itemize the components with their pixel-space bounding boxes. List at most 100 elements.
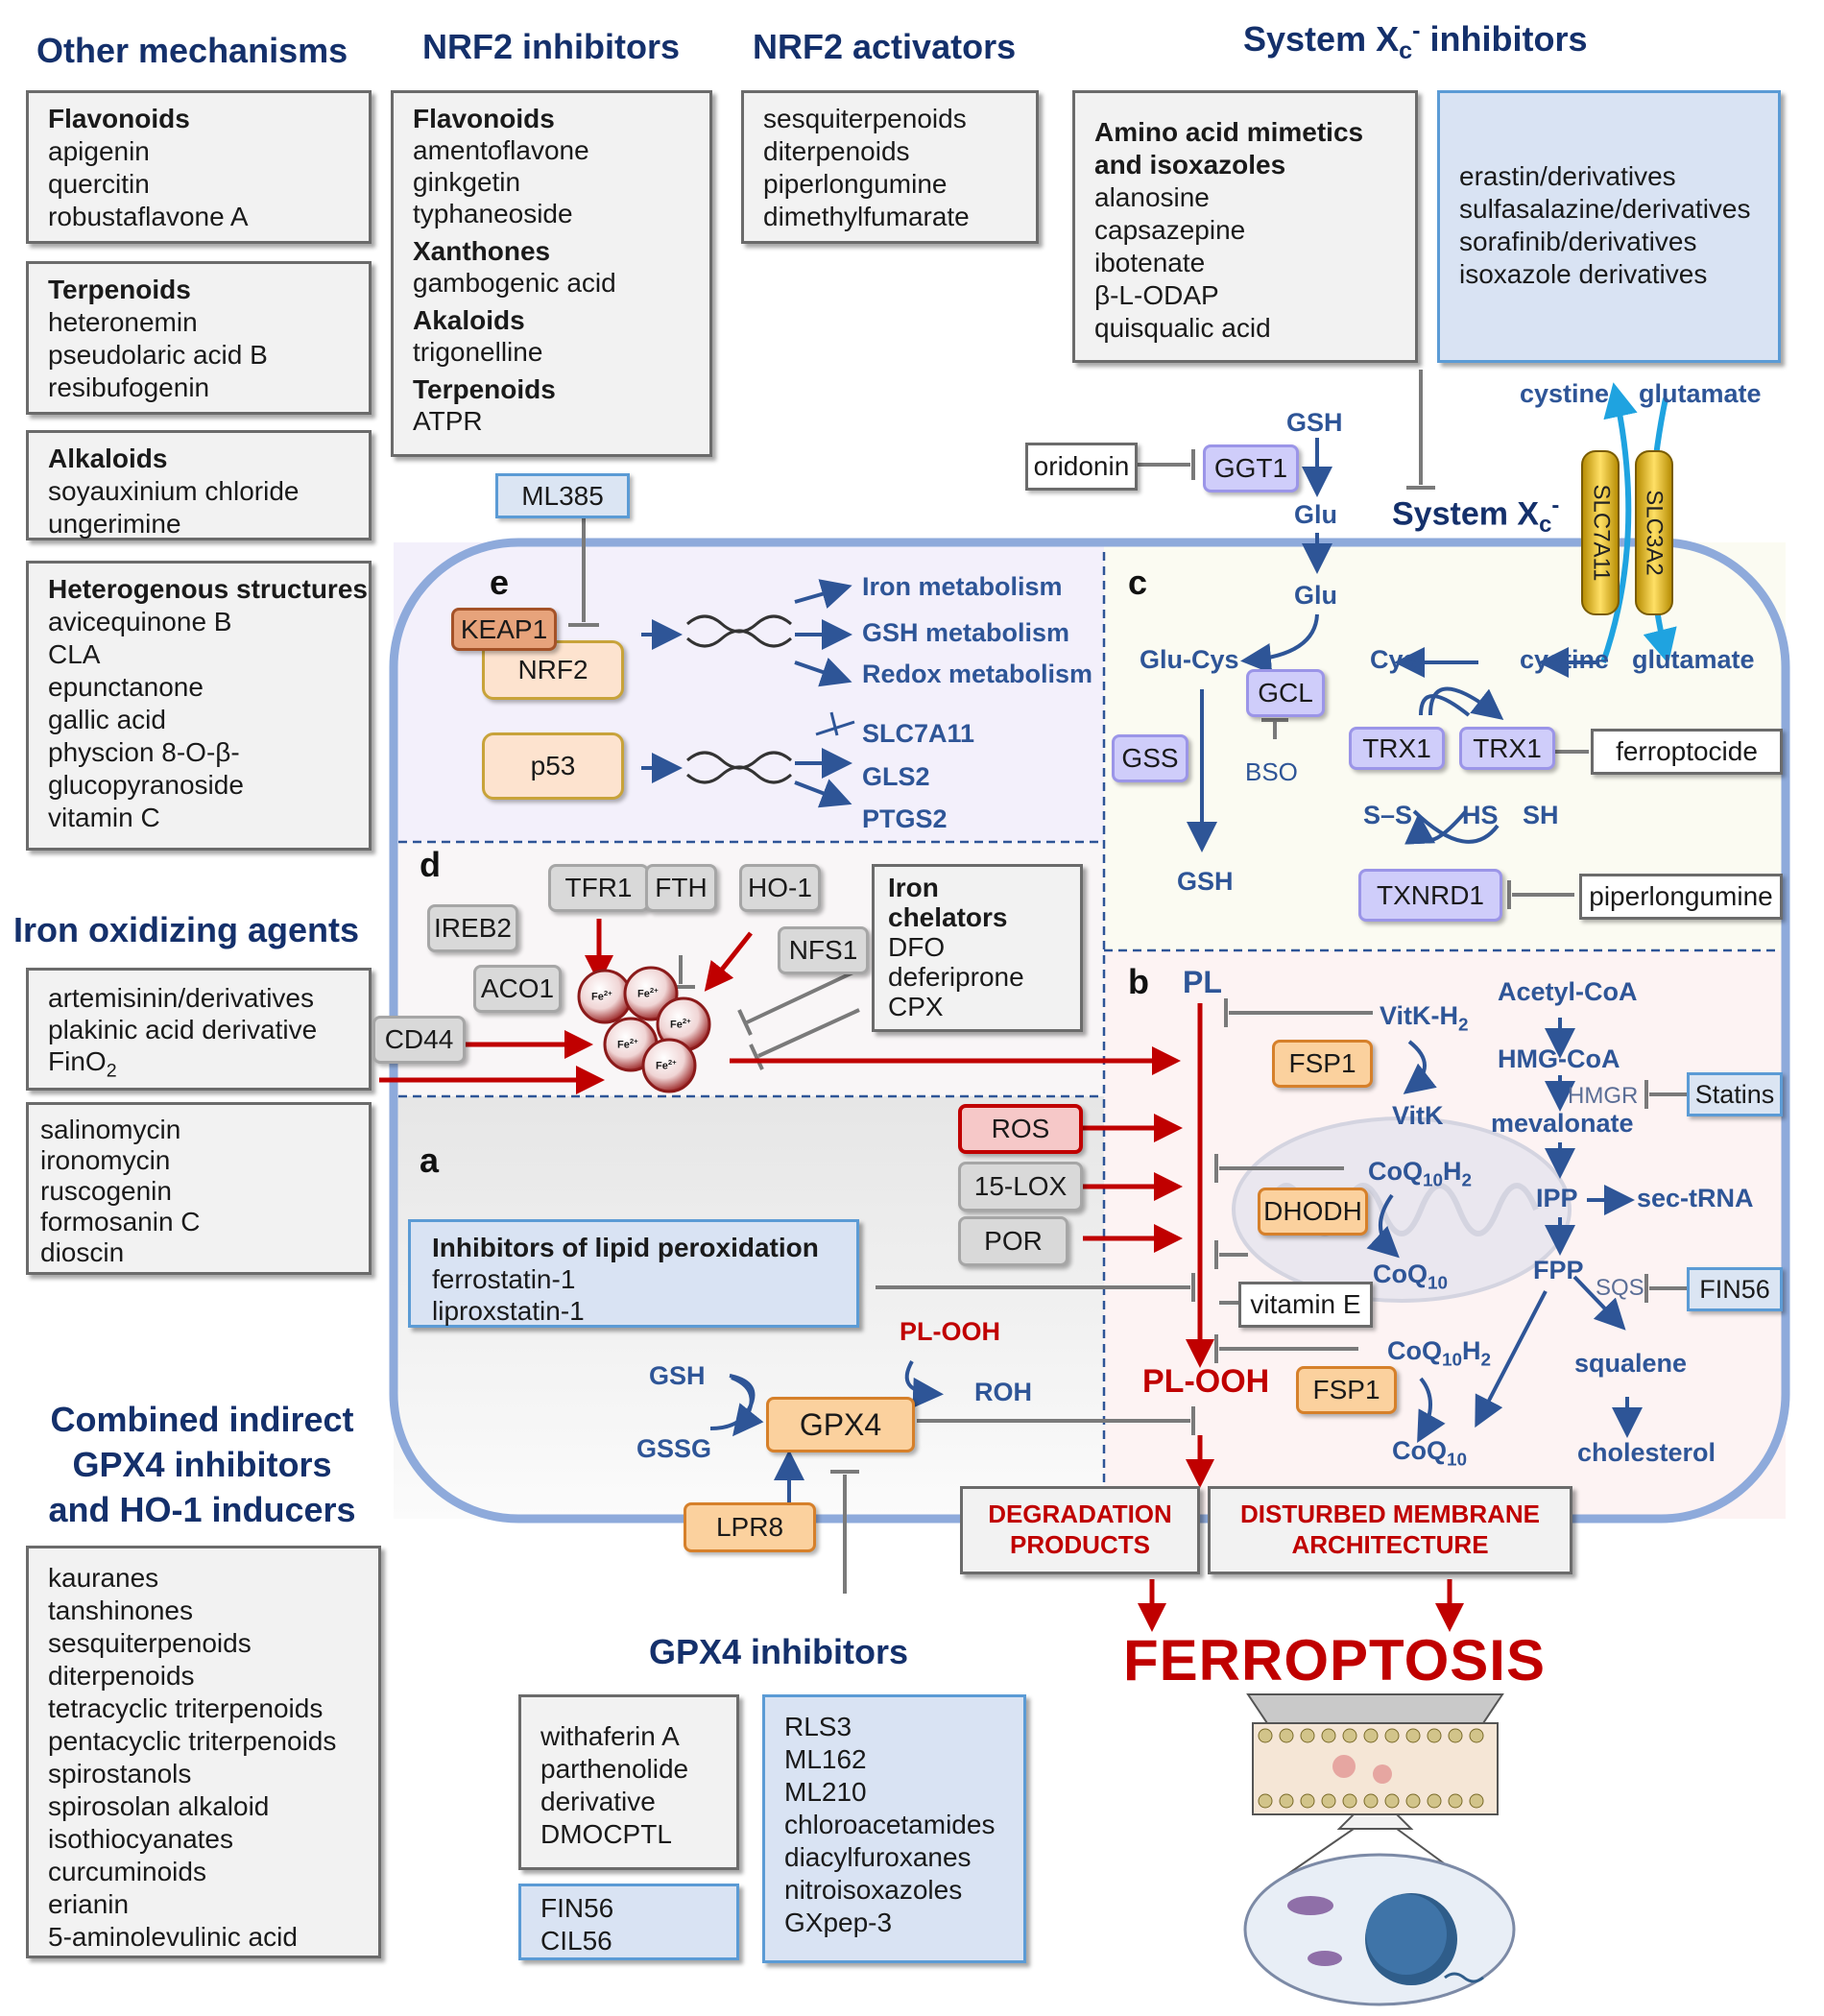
target-redox-metabolism: Redox metabolism (862, 660, 1093, 688)
section-label-b: b (1128, 962, 1149, 1001)
gssg-label: GSSG (636, 1434, 712, 1463)
piperlongumine-box: piperlongumine (1579, 874, 1783, 920)
ferroptocide-box: ferroptocide (1591, 729, 1783, 775)
dna-icons (686, 614, 792, 784)
lpr8-box: LPR8 (684, 1502, 816, 1552)
fin56-box: FIN56 (1687, 1267, 1783, 1311)
ipp-label: IPP (1536, 1184, 1578, 1212)
trx1-box-a: TRX1 (1349, 727, 1445, 770)
oridonin-box: oridonin (1025, 443, 1138, 491)
section-label-d: d (420, 845, 441, 884)
mevalonate-label: mevalonate (1491, 1109, 1634, 1138)
ho1-box: HO-1 (739, 864, 821, 912)
ss-label: S–S (1363, 801, 1413, 829)
sqs-label: SQS (1596, 1275, 1644, 1301)
fe-label-2: Fe2+ (637, 986, 659, 1000)
15lox-box: 15-LOX (958, 1162, 1083, 1212)
p53-box: p53 (482, 732, 624, 800)
header-systemxc-inhibitors: System Xc- inhibitors (1243, 17, 1588, 65)
ml385-box: ML385 (495, 473, 630, 518)
target-gsh-metabolism: GSH metabolism (862, 618, 1070, 647)
squalene-label: squalene (1574, 1349, 1688, 1378)
keap1-box: KEAP1 (451, 608, 557, 651)
gpx4-box: GPX4 (766, 1397, 915, 1452)
ferroptosis-title: FERROPTOSIS (1123, 1628, 1546, 1692)
system-xc-label: System Xc- (1392, 492, 1560, 539)
statins-box: Statins (1687, 1072, 1783, 1116)
aco1-box: ACO1 (473, 965, 562, 1013)
pathway-arrows (641, 438, 1643, 1502)
gsh-top-label: GSH (1286, 408, 1343, 437)
txnrd1-box: TXNRD1 (1358, 869, 1502, 922)
slc7a11-transporter: SLC7A11 (1588, 484, 1614, 582)
fe-label-5: Fe2+ (656, 1058, 677, 1072)
vitk-h2-label: VitK-H2 (1380, 1001, 1469, 1036)
nfs1-box: NFS1 (778, 926, 869, 974)
coq10h2-label-a: CoQ10H2 (1368, 1157, 1473, 1191)
section-label-e: e (490, 563, 510, 602)
mitochondrion (1232, 1116, 1572, 1303)
roh-label: ROH (974, 1378, 1032, 1406)
header-gpx4-inhibitors: GPX4 inhibitors (649, 1632, 909, 1671)
fpp-label: FPP (1533, 1256, 1584, 1284)
red-arrows (379, 919, 1464, 1632)
vitamin-e-box: vitamin E (1238, 1282, 1373, 1328)
pl-label: PL (1183, 965, 1222, 999)
sh-label: SH (1523, 801, 1559, 829)
lipid-peroxidation-inhibitors-box: Inhibitors of lipid peroxidation ferrost… (408, 1219, 859, 1328)
header-other-mechanisms: Other mechanisms (36, 31, 348, 70)
sec-trna-label: sec-tRNA (1637, 1184, 1754, 1212)
header-iron-oxidizing-agents: Iron oxidizing agents (13, 910, 360, 949)
gss-box: GSS (1112, 734, 1188, 782)
target-gls2: GLS2 (862, 762, 930, 791)
fe-label-3: Fe2+ (670, 1017, 691, 1031)
gcl-box: GCL (1246, 669, 1325, 717)
gsh-label: GSH (1177, 867, 1234, 896)
glutamate-top-label: glutamate (1639, 379, 1762, 408)
ireb2-box: IREB2 (427, 904, 518, 952)
target-slc7a11: SLC7A11 (862, 719, 975, 748)
dhodh-box: DHODH (1258, 1188, 1368, 1236)
pl-ooh-label: PL-OOH (1142, 1363, 1270, 1400)
coq10h2-label-b: CoQ10H2 (1387, 1336, 1492, 1371)
iron-spheres (577, 966, 711, 1093)
fth-box: FTH (645, 864, 717, 912)
ros-box: ROS (958, 1104, 1083, 1154)
glutamate-label: glutamate (1632, 645, 1755, 674)
cystine-top-label: cystine (1520, 379, 1610, 408)
hs-label: HS (1462, 801, 1499, 829)
cys-label: Cys (1370, 645, 1418, 674)
section-label-a: a (420, 1140, 440, 1180)
coq10-label-a: CoQ10 (1373, 1260, 1449, 1294)
sysxc-mimetics-box: Amino acid mimetics and isoxazoles alano… (1072, 90, 1418, 363)
target-ptgs2: PTGS2 (862, 804, 948, 833)
hmg-coa-label: HMG-CoA (1498, 1044, 1620, 1073)
section-dividers (398, 552, 1781, 1515)
cd44-box: CD44 (372, 1016, 466, 1064)
section-label-c: c (1128, 563, 1148, 602)
cystine-label: cystine (1520, 645, 1610, 674)
header-nrf2-inhibitors: NRF2 inhibitors (422, 27, 680, 66)
fsp1-box-b: FSP1 (1296, 1366, 1397, 1414)
tfr1-box: TFR1 (548, 864, 649, 912)
transporter-cylinders (1581, 450, 1673, 615)
pl-ooh-a-label: PL-OOH (900, 1317, 1000, 1346)
fe-label-1: Fe2+ (591, 989, 612, 1003)
acetyl-coa-label: Acetyl-CoA (1498, 977, 1638, 1006)
slc3a2-transporter: SLC3A2 (1642, 490, 1668, 576)
